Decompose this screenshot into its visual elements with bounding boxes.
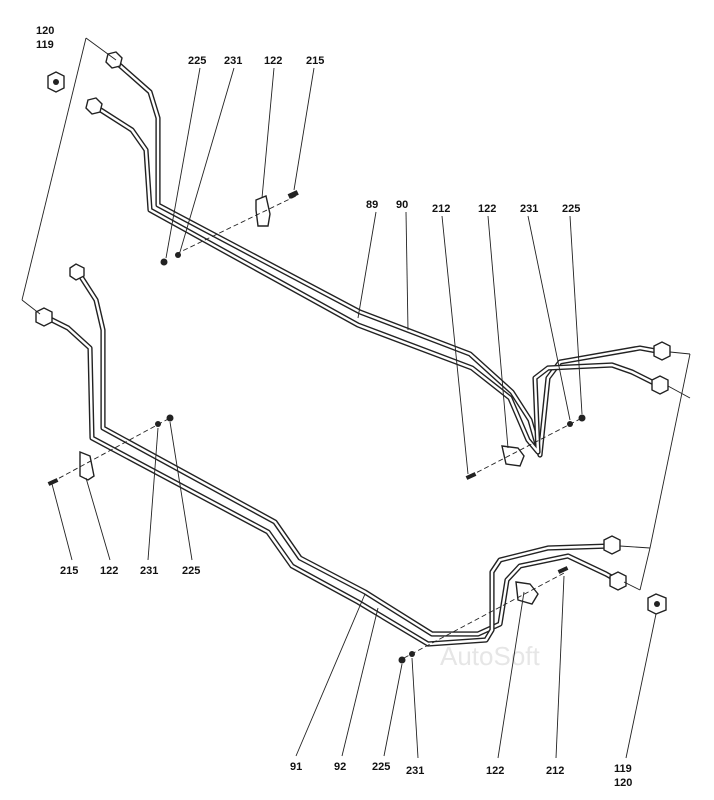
fitting-left-1 [69,263,85,281]
label-92: 92 [334,761,346,773]
label-90: 90 [396,199,408,211]
nut-225-top [160,258,168,266]
clip-122-left [79,450,95,481]
label-212-bottom: 212 [546,765,564,777]
leader-lines [21,37,691,759]
fitting-left-2 [35,307,53,327]
bolt-212-mid [465,472,477,480]
label-119-top-left: 119 [36,39,54,51]
bolt-212-bottom [557,566,569,574]
nut-225-mid [578,414,586,422]
label-120-bottom: 120 [614,777,632,789]
label-120-top-left: 120 [36,25,54,37]
watermark: AutoSoft [440,641,541,671]
label-225-top: 225 [188,55,206,67]
label-122-mid: 122 [478,203,496,215]
fitting-mid-right-1 [653,341,671,361]
fitting-nuts [35,51,671,615]
nut-225-bottom [398,656,406,664]
label-231-left: 231 [140,565,158,577]
fitting-mid-right-2 [651,375,669,395]
lower-brake-lines [41,269,623,647]
label-231-bottom: 231 [406,765,424,777]
label-122-top: 122 [264,55,282,67]
label-231-top: 231 [224,55,242,67]
label-225-mid: 225 [562,203,580,215]
label-215-left: 215 [60,565,78,577]
label-215-top: 215 [306,55,324,67]
label-89: 89 [366,199,378,211]
label-91: 91 [290,761,302,773]
fitting-bottom-right-1 [603,535,621,555]
washer-231-top [175,252,181,258]
nut-225-left [166,414,174,422]
label-225-bottom: 225 [372,761,390,773]
washer-231-bottom [409,651,415,657]
label-231-mid: 231 [520,203,538,215]
mounting-hardware [47,190,586,664]
bolt-215-top [287,190,299,199]
label-122-bottom: 122 [486,765,504,777]
part-labels: 120 119 225 231 122 215 89 90 212 122 23… [36,25,632,789]
washer-231-mid [567,421,573,427]
upper-brake-lines [93,59,665,458]
label-122-left: 122 [100,565,118,577]
fitting-bottom-right-2 [609,571,627,591]
label-212-mid: 212 [432,203,450,215]
label-225-left: 225 [182,565,200,577]
clip-122-mid [501,445,525,467]
fitting-top-2 [85,97,103,115]
bolt-215-left [47,478,59,486]
washer-231-left [155,421,161,427]
clip-122-top [255,195,271,227]
label-119-bottom: 119 [614,763,632,775]
